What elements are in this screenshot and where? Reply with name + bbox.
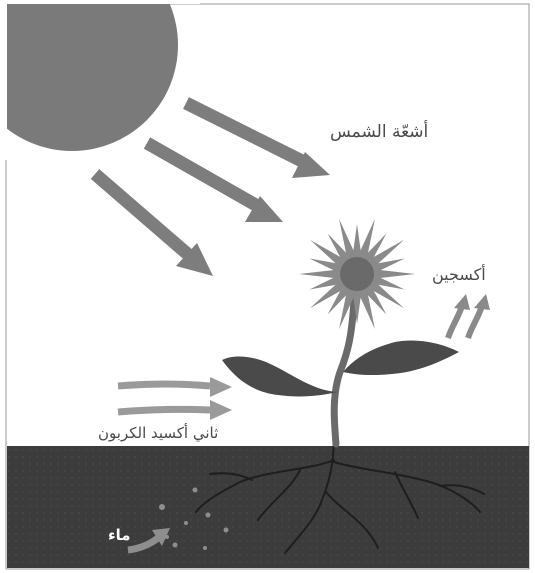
sun-ray-arrow [95,174,213,276]
left-leaf [222,356,337,396]
right-leaf [343,340,459,375]
sun-rays-label: أشعّة الشمس [330,122,428,142]
water-label: ماء [108,526,131,544]
sun [0,0,178,151]
oxygen-label: أكسجين [432,265,486,284]
sun-ray-arrow [186,103,330,178]
carbon-dioxide-label: ثاني أكسيد الكربون [98,424,218,442]
sun-ray-arrow [147,143,283,222]
oxygen-arrows [448,294,490,338]
co2-arrows [118,377,232,420]
